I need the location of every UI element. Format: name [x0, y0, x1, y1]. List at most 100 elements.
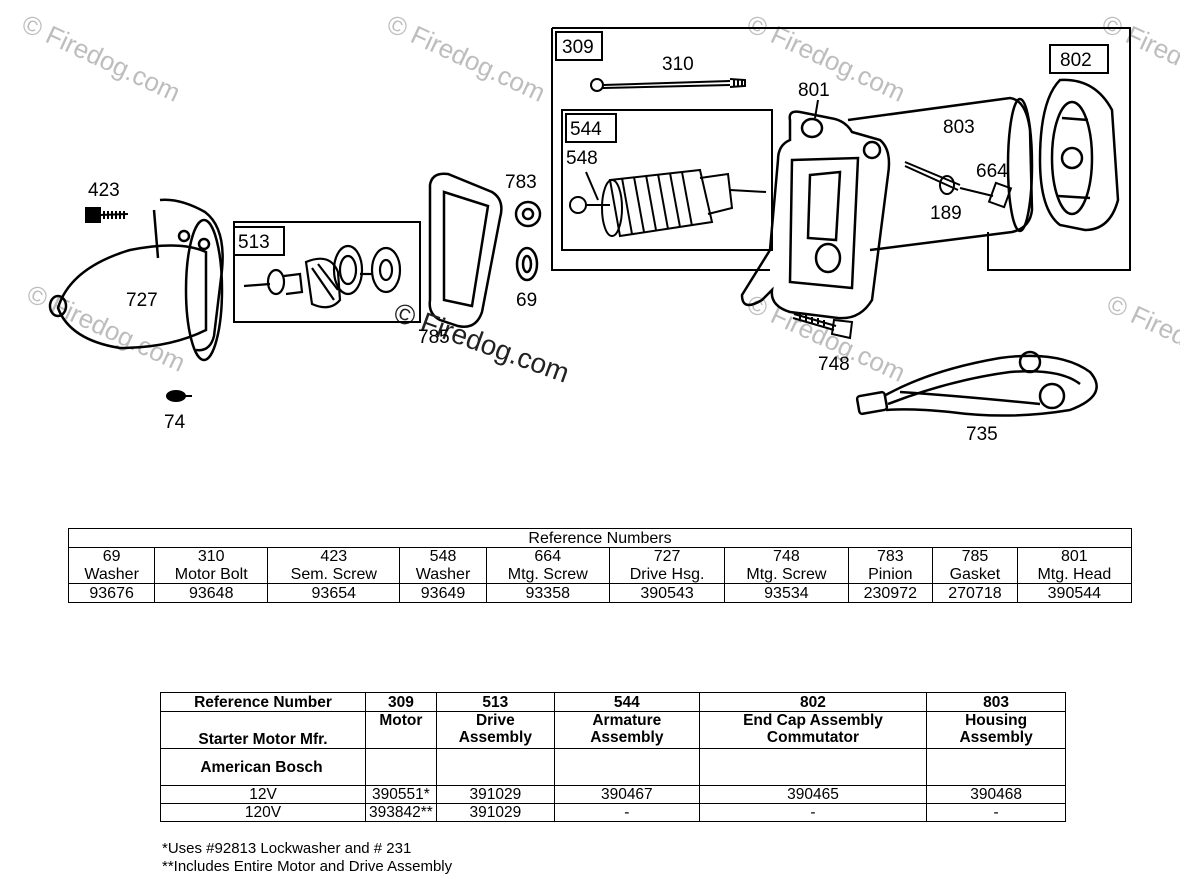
part-name-cell: Pinion: [847, 565, 934, 584]
footnote: **Includes Entire Motor and Drive Assemb…: [162, 858, 453, 875]
assembly-ref-cell: 803: [926, 692, 1066, 712]
drive-housing-727: [48, 198, 224, 362]
callout-310: 310: [662, 54, 694, 75]
part-number-cell: -: [553, 803, 700, 822]
housing-803: [847, 96, 1034, 252]
part-number-cell: 93534: [724, 583, 849, 603]
part-number-cell: 93649: [399, 583, 487, 603]
table-row-manufacturer: American Bosch: [160, 748, 1066, 786]
exploded-parts-diagram: © Firedog.com © Firedog.com © Firedog.co…: [17, 8, 1180, 445]
callout-727: 727: [126, 290, 158, 311]
ref-number-cell: 785: [932, 547, 1018, 565]
assembly-name-cell: Drive Assembly: [435, 711, 555, 749]
part-number-cell: -: [698, 803, 928, 822]
ref-number-cell: 783: [847, 547, 934, 565]
part-number-cell: 390468: [926, 785, 1066, 804]
part-name-cell: Washer: [67, 565, 156, 584]
header-ref-label: Reference Number: [160, 692, 366, 712]
part-number-cell: 270718: [932, 583, 1018, 603]
assembly-ref-cell: 802: [698, 692, 928, 712]
label-box-309: [555, 31, 603, 61]
callout-803: 803: [943, 117, 975, 138]
watermark-text: © Firedog.com: [382, 8, 550, 107]
part-number-cell: 93654: [267, 583, 401, 603]
assembly-name-cell: End Cap Assembly Commutator: [698, 711, 928, 749]
watermark-text: © Firedog.com: [17, 8, 185, 107]
watermark-text: © Firedog.com: [1097, 8, 1180, 107]
ref-number-cell: 423: [267, 547, 401, 565]
assembly-ref-cell: 309: [365, 692, 437, 712]
part-number-cell: 93358: [485, 583, 610, 603]
gasket-785: [428, 172, 503, 328]
callout-309: 309: [562, 37, 594, 58]
empty-cell: [553, 748, 700, 786]
ref-number-cell: 801: [1016, 547, 1133, 565]
mounting-screw-748: [792, 313, 854, 340]
empty-cell: [435, 748, 555, 786]
voltage-cell: 120V: [160, 803, 366, 822]
ref-number-cell: 664: [485, 547, 610, 565]
part-name-cell: Motor Bolt: [154, 565, 269, 584]
callout-548: 548: [566, 148, 598, 169]
part-number-cell: 391029: [435, 803, 555, 822]
header-mfr-label: Starter Motor Mfr.: [160, 711, 366, 749]
part-name-cell: Mtg. Screw: [724, 565, 849, 584]
part-number-cell: -: [926, 803, 1066, 822]
assembly-name-cell: Housing Assembly: [926, 711, 1066, 749]
callout-189: 189: [930, 203, 962, 224]
callout-802: 802: [1060, 50, 1092, 71]
assembly-ref-cell: 544: [553, 692, 700, 712]
motor-bolt-310: [590, 78, 746, 92]
watermark-text: © Firedog.com: [22, 278, 190, 377]
part-name-cell: Mtg. Head: [1016, 565, 1133, 584]
part-number-cell: 390467: [553, 785, 700, 804]
part-number-cell: 93648: [154, 583, 269, 603]
empty-cell: [365, 748, 437, 786]
manufacturer-name: American Bosch: [160, 748, 366, 786]
sem-screw-423: [85, 207, 129, 223]
mounting-screw-664: [904, 161, 1013, 209]
part-number-cell: 390544: [1016, 583, 1133, 603]
group-box-544: [561, 109, 773, 251]
end-cap-802: [1038, 78, 1120, 232]
part-number-cell: 390543: [608, 583, 726, 603]
part-name-cell: Mtg. Screw: [485, 565, 610, 584]
ref-number-cell: 310: [154, 547, 269, 565]
voltage-cell: 12V: [160, 785, 366, 804]
callout-74: 74: [164, 412, 186, 433]
ref-number-cell: 548: [399, 547, 487, 565]
assembly-ref-cell: 513: [435, 692, 555, 712]
callout-664: 664: [976, 161, 1008, 182]
part-number-cell: 390551*: [365, 785, 437, 804]
part-name-cell: Drive Hsg.: [608, 565, 726, 584]
mounting-head-801: [740, 110, 891, 320]
callout-735: 735: [966, 424, 998, 445]
ref-number-cell: 748: [724, 547, 849, 565]
callout-785: 785: [418, 327, 450, 348]
watermark-text: © Firedog.com: [1102, 288, 1180, 387]
group-box-309: [552, 27, 1131, 271]
part-number-cell: 93676: [67, 583, 156, 603]
part-name-cell: Sem. Screw: [267, 565, 401, 584]
part-number-cell: 390465: [698, 785, 928, 804]
callout-69: 69: [516, 290, 537, 311]
part-name-cell: Washer: [399, 565, 487, 584]
empty-cell: [698, 748, 928, 786]
drive-assembly-513: [243, 244, 402, 309]
callout-801: 801: [798, 80, 830, 101]
cable-735: [855, 350, 1098, 417]
part-number-cell: 230972: [847, 583, 934, 603]
callout-544: 544: [570, 119, 602, 140]
callout-513: 513: [238, 232, 270, 253]
callout-748: 748: [818, 354, 850, 375]
group-box-513: [233, 221, 421, 323]
callout-423: 423: [88, 180, 120, 201]
